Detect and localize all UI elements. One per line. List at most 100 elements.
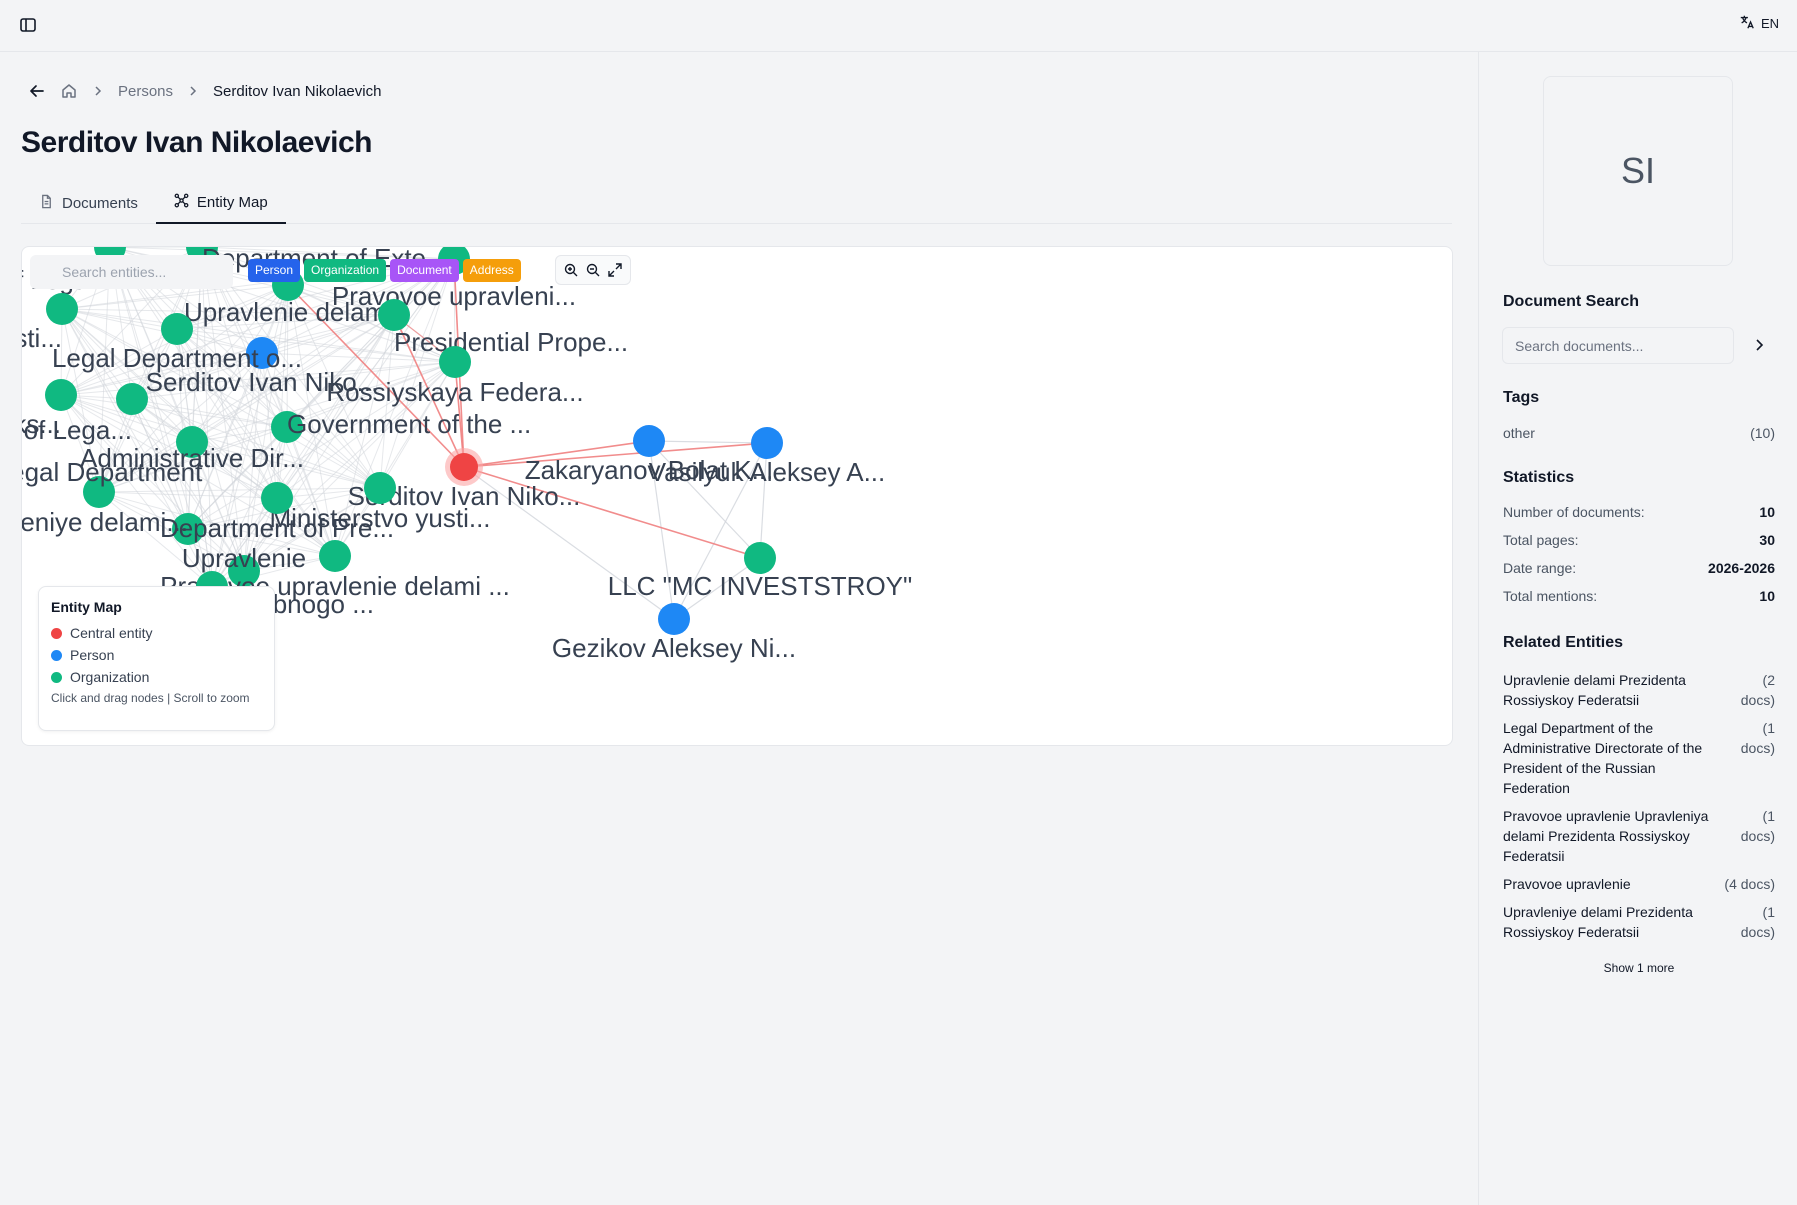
related-entity-item[interactable]: Upravleniye delami Prezidenta Rossiyskoy… [1503,902,1775,942]
organization-node[interactable] [176,426,208,458]
language-code: EN [1760,16,1779,31]
related-entity-item[interactable]: Pravovoe upravlenie (4 docs) [1503,874,1775,894]
graph-edge [211,314,395,588]
fullscreen-icon[interactable] [607,262,623,278]
graph-edge [98,491,336,557]
stat-value: 30 [1759,532,1775,548]
graph-edge [98,491,278,499]
tags-title: Tags [1503,389,1540,406]
related-entity-count: (2 docs) [1740,672,1775,708]
graph-edge [334,361,456,557]
graph-edge [60,394,189,530]
graph-edge [201,247,455,260]
organization-node[interactable] [364,472,396,504]
language-switcher[interactable]: EN [1739,14,1779,33]
arrow-left-icon[interactable] [28,82,46,100]
graph-edge [261,352,278,499]
organization-node[interactable] [161,313,193,345]
sidebar-toggle-icon[interactable] [18,15,38,35]
node-label: Ministerstvo yusti... [269,503,490,533]
organization-node[interactable] [261,482,293,514]
person-node[interactable] [751,427,783,459]
filter-person[interactable]: Person [248,259,301,282]
graph-edge [61,308,381,489]
graph-edge [61,258,455,310]
graph-edge [393,314,465,468]
person-node[interactable] [633,425,665,457]
details-panel: SI Document Search Tags other (10) Stati… [1478,52,1797,1205]
graph-edge [463,466,761,559]
graph-edge [648,440,675,620]
breadcrumb: Persons Serditov Ivan Nikolaevich [28,82,381,100]
legend-dot [51,671,62,683]
legend-dot [51,649,62,661]
graph-edge [176,328,189,530]
graph-edge [759,442,768,559]
filter-address[interactable]: Address [462,259,521,282]
graph-edge [334,258,455,557]
graph-edge [673,557,761,620]
legend-hint: Click and drag nodes | Scroll to zoom [51,691,250,705]
statistics-list: Number of documents: 10 Total pages: 30 … [1503,504,1775,616]
graph-edge [98,398,133,493]
zoom-out-icon[interactable] [585,262,601,278]
home-icon[interactable] [60,82,78,100]
graph-edge [60,394,193,443]
stat-value: 10 [1759,588,1775,604]
organization-node[interactable] [45,379,77,411]
graph-edge [191,426,288,443]
chevron-right-icon[interactable] [1750,336,1768,354]
organization-node[interactable] [83,476,115,508]
legend-label: Person [70,647,115,663]
show-more-button[interactable]: Show 1 more [1603,961,1675,975]
graph-edge [187,352,263,530]
related-entity-item[interactable]: Legal Department of the Administrative D… [1503,718,1775,798]
node-label: Upravlenie delami [184,297,392,327]
breadcrumb-current: Serditov Ivan Nikolaevich [213,82,382,100]
organization-node[interactable] [46,293,78,325]
organization-node[interactable] [378,299,410,331]
graph-edge [131,258,455,400]
legend-label: Central entity [70,625,153,641]
organization-node[interactable] [271,411,303,443]
tag-item[interactable]: other (10) [1503,425,1775,441]
document-search-input[interactable] [1502,327,1734,364]
related-entity-item[interactable]: Pravovoe upravlenie Upravleniya delami P… [1503,806,1775,866]
central-node[interactable] [450,453,478,481]
organization-node[interactable] [744,542,776,574]
graph-edge [131,352,263,400]
organization-node[interactable] [116,383,148,415]
filter-organization[interactable]: Organization [304,259,387,282]
zoom-in-icon[interactable] [563,262,579,278]
graph-edge [60,394,245,572]
organization-node[interactable] [439,346,471,378]
stat-label: Total pages: [1503,532,1579,548]
related-entity-name: Upravleniye delami Prezidenta Rossiyskoy… [1503,904,1693,940]
graph-edge [131,398,381,489]
person-node[interactable] [246,337,278,369]
node-label: Department of Lega... [22,415,132,445]
graph-edge [463,440,650,468]
organization-node[interactable] [228,555,260,587]
graph-edge [379,314,395,489]
graph-edge [98,491,189,530]
entity-graph[interactable]: Serditov Ivan Niko...Zakaryanov Bolat K.… [22,247,1453,746]
graph-edge [60,352,263,396]
node-label: Serditov Ivan Niko... [146,367,379,397]
breadcrumb-persons-link[interactable]: Persons [118,82,174,100]
organization-node[interactable] [319,540,351,572]
entity-map-canvas[interactable]: Serditov Ivan Niko...Zakaryanov Bolat K.… [21,246,1453,746]
related-entity-item[interactable]: Upravlenie delami Prezidenta Rossiyskoy … [1503,670,1775,710]
related-entity-name: Legal Department of the Administrative D… [1503,720,1703,796]
graph-edge [61,308,278,499]
graph-edge [109,247,455,260]
graph-edge [243,352,263,572]
tab-documents[interactable]: Documents [21,182,156,224]
filter-document[interactable]: Document [390,259,459,282]
stat-row: Total mentions: 10 [1503,588,1775,616]
organization-node[interactable] [172,513,204,545]
tab-entity-map[interactable]: Entity Map [155,182,286,224]
entity-search-input[interactable] [30,255,233,289]
person-node[interactable] [658,603,690,635]
graph-edge [176,284,289,330]
